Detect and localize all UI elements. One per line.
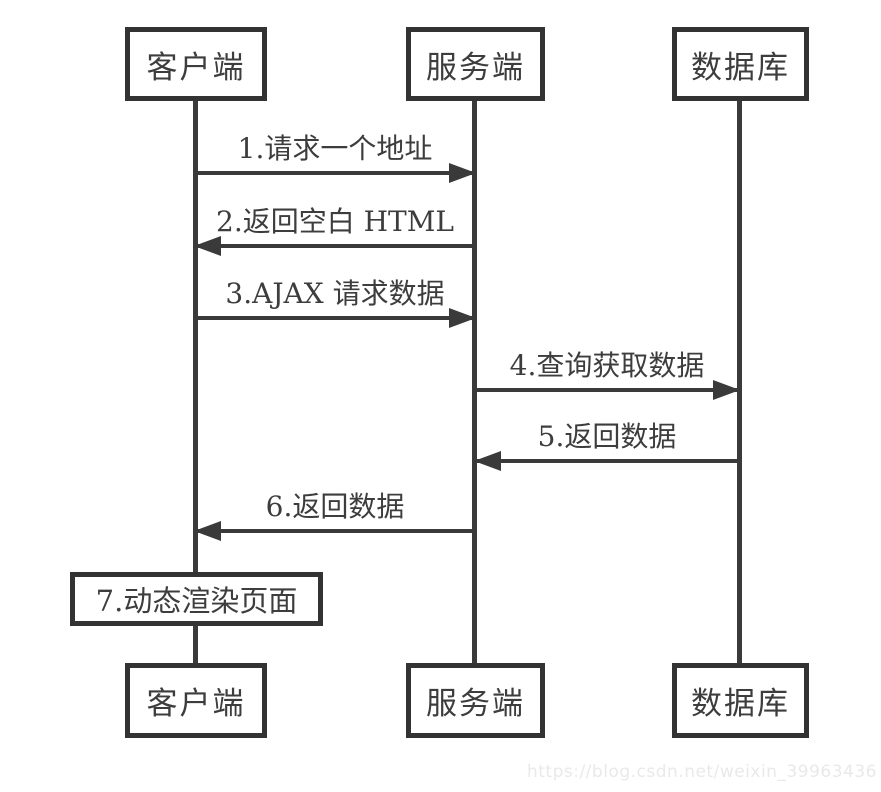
actor-top-client: 客户端 (125, 27, 267, 101)
lifeline-server (472, 101, 477, 663)
arrow-left-icon (474, 451, 501, 471)
message-6-line (195, 529, 475, 533)
arrow-left-icon (194, 521, 221, 541)
message-5-label: 5.返回数据 (537, 420, 677, 453)
actor-top-server: 服务端 (406, 27, 545, 101)
message-4: 4.查询获取数据 (475, 349, 740, 400)
message-1: 1.请求一个地址 (195, 132, 476, 183)
actor-label: 服务端 (426, 49, 525, 86)
message-6: 6.返回数据 (194, 490, 475, 541)
arrow-right-icon (449, 163, 476, 183)
actor-bottom-client: 客户端 (125, 663, 267, 738)
actor-bottom-database: 数据库 (672, 663, 809, 738)
self-action-box: 7.动态渲染页面 (70, 572, 323, 626)
actor-label: 客户端 (146, 49, 246, 86)
self-action-label: 7.动态渲染页面 (95, 584, 298, 618)
arrow-right-icon (713, 380, 740, 400)
actor-label: 数据库 (691, 686, 790, 722)
message-3: 3.AJAX 请求数据 (195, 277, 476, 328)
message-6-label: 6.返回数据 (265, 490, 405, 523)
message-5-line (475, 459, 739, 463)
message-5: 5.返回数据 (474, 420, 739, 471)
message-2: 2.返回空白 HTML (194, 205, 475, 256)
actor-top-database: 数据库 (672, 27, 809, 101)
message-2-label: 2.返回空白 HTML (216, 205, 454, 238)
actor-label: 数据库 (691, 49, 790, 86)
message-4-line (475, 388, 739, 392)
watermark-url: https://blog.csdn.net/weixin_39963436 (526, 762, 877, 782)
message-4-label: 4.查询获取数据 (509, 349, 705, 382)
message-2-line (195, 244, 475, 248)
arrow-right-icon (449, 308, 476, 328)
lifeline-client (193, 101, 198, 663)
actor-bottom-server: 服务端 (406, 663, 545, 738)
arrow-left-icon (194, 236, 221, 256)
message-1-line (195, 171, 475, 175)
actor-label: 服务端 (426, 686, 525, 722)
message-3-label: 3.AJAX 请求数据 (225, 277, 445, 310)
message-1-label: 1.请求一个地址 (237, 132, 433, 165)
message-3-line (195, 316, 475, 320)
actor-label: 客户端 (146, 686, 246, 722)
